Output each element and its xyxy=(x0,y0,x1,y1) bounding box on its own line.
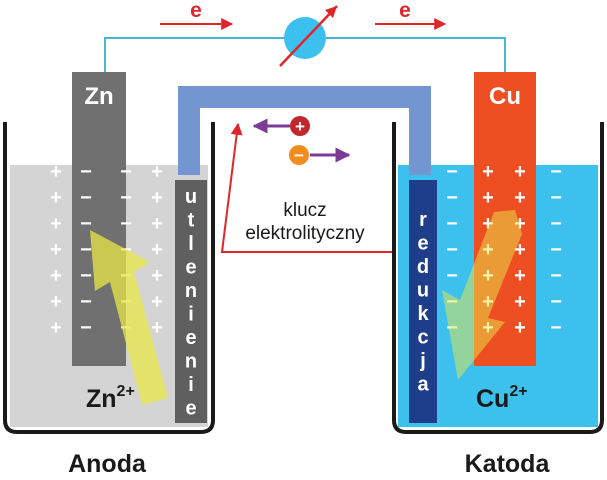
minus-charge: − xyxy=(446,187,458,209)
electron-label-left: e xyxy=(190,0,202,22)
plus-charge: + xyxy=(50,161,62,183)
minus-charge: − xyxy=(120,187,132,209)
minus-charge: − xyxy=(80,265,92,287)
anode-label: Anoda xyxy=(68,450,147,478)
oxidation-letter: t xyxy=(188,210,195,232)
oxidation-letter: n xyxy=(185,351,197,373)
minus-charge: − xyxy=(550,265,562,287)
copper-ion-label: Cu2+ xyxy=(476,383,528,413)
salt-bridge-callout-line xyxy=(220,122,395,253)
salt-bridge xyxy=(178,86,431,175)
plus-charge: + xyxy=(151,187,163,209)
oxidation-letter: n xyxy=(185,280,197,302)
plus-charge: + xyxy=(514,161,526,183)
oxidation-band xyxy=(175,180,207,423)
plus-charge: + xyxy=(50,187,62,209)
plus-charge: + xyxy=(482,161,494,183)
minus-charge: − xyxy=(80,161,92,183)
cathode-beaker xyxy=(392,122,604,434)
oxidation-letter: l xyxy=(188,233,194,255)
plus-charge: + xyxy=(151,265,163,287)
minus-charge: − xyxy=(80,187,92,209)
anion-icon: − xyxy=(289,145,309,165)
plus-charge: + xyxy=(514,265,526,287)
plus-charge: + xyxy=(50,265,62,287)
reduction-letter: j xyxy=(419,350,426,372)
electron-label-right: e xyxy=(399,0,411,22)
minus-charge: − xyxy=(550,187,562,209)
zinc-ion-label: Zn2+ xyxy=(86,383,135,413)
salt-bridge-label-line2: elektrolityczny xyxy=(245,223,365,244)
reduction-letter: r xyxy=(419,209,427,231)
oxidation-letter: u xyxy=(185,186,197,208)
minus-charge: − xyxy=(120,161,132,183)
reduction-letter: d xyxy=(417,256,429,278)
minus-charge: − xyxy=(80,239,92,261)
cathode-flow-arrow xyxy=(442,210,522,380)
plus-charge: + xyxy=(151,317,163,339)
oxidation-letter: i xyxy=(188,304,194,326)
plus-charge: + xyxy=(151,213,163,235)
minus-charge: − xyxy=(80,213,92,235)
minus-charge: − xyxy=(80,291,92,313)
plus-charge: + xyxy=(482,187,494,209)
minus-charge: − xyxy=(550,161,562,183)
reduction-letter: u xyxy=(417,280,429,302)
cation-icon: + xyxy=(290,116,310,136)
svg-text:+: + xyxy=(295,117,305,136)
plus-charge: + xyxy=(514,317,526,339)
zinc-label: Zn xyxy=(84,83,113,110)
plus-charge: + xyxy=(50,239,62,261)
minus-charge: − xyxy=(80,317,92,339)
plus-charge: + xyxy=(50,317,62,339)
oxidation-letter: e xyxy=(185,398,196,420)
plus-charge: + xyxy=(151,239,163,261)
meter-icon xyxy=(279,5,338,67)
cathode-label: Katoda xyxy=(465,450,551,478)
plus-charge: + xyxy=(50,291,62,313)
minus-charge: − xyxy=(550,317,562,339)
zinc-electrode xyxy=(72,72,126,366)
minus-charge: − xyxy=(550,239,562,261)
minus-charge: − xyxy=(550,213,562,235)
reduction-band xyxy=(409,180,437,423)
plus-charge: + xyxy=(151,161,163,183)
reduction-letter: a xyxy=(417,374,429,396)
anode-beaker xyxy=(3,122,215,434)
plus-charge: + xyxy=(151,291,163,313)
copper-label: Cu xyxy=(489,83,521,110)
minus-charge: − xyxy=(446,161,458,183)
minus-charge: − xyxy=(446,265,458,287)
oxidation-letter: e xyxy=(185,327,196,349)
reduction-letter: c xyxy=(417,327,428,349)
anode-flow-arrow xyxy=(90,230,168,405)
plus-charge: + xyxy=(482,213,494,235)
svg-text:−: − xyxy=(294,146,304,165)
plus-charge: + xyxy=(514,213,526,235)
reduction-letter: e xyxy=(417,233,428,255)
minus-charge: − xyxy=(446,239,458,261)
minus-charge: − xyxy=(550,291,562,313)
plus-charge: + xyxy=(514,187,526,209)
plus-charge: + xyxy=(514,291,526,313)
reduction-letter: k xyxy=(417,303,429,325)
salt-bridge-label-line1: klucz xyxy=(283,200,326,221)
plus-charge: + xyxy=(50,213,62,235)
oxidation-letter: e xyxy=(185,257,196,279)
minus-charge: − xyxy=(120,213,132,235)
minus-charge: − xyxy=(446,213,458,235)
oxidation-letter: i xyxy=(188,374,194,396)
plus-charge: + xyxy=(514,239,526,261)
